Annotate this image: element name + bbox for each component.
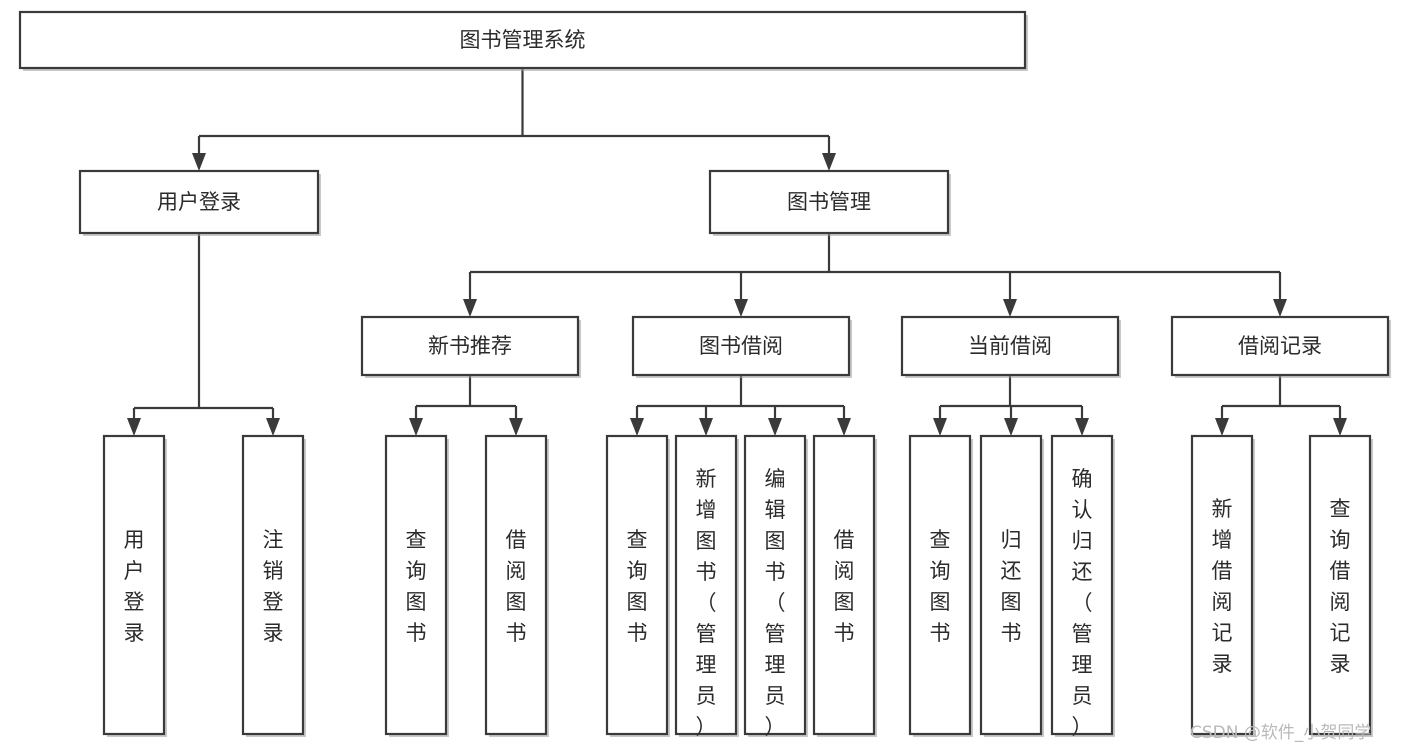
node-leaf-query-record[interactable]: 查询借阅记录	[1308, 434, 1373, 737]
node-current-borrow[interactable]: 当前借阅	[900, 315, 1121, 378]
arrow-head-icon	[127, 418, 141, 436]
connector-group-root	[192, 68, 836, 171]
arrow-head-icon	[192, 153, 206, 171]
node-label: 图书借阅	[699, 334, 783, 358]
node-border[interactable]	[631, 315, 851, 377]
node-border[interactable]	[674, 434, 738, 736]
node-border[interactable]	[743, 434, 807, 736]
node-border[interactable]	[102, 434, 166, 736]
node-border[interactable]	[18, 10, 1027, 70]
arrow-head-icon	[933, 418, 947, 436]
node-leaf-query-book-2[interactable]: 查询图书	[605, 434, 670, 737]
node-label: 借阅图书	[834, 528, 855, 645]
node-border[interactable]	[1308, 434, 1372, 736]
node-border[interactable]	[605, 434, 669, 736]
node-leaf-query-book-3[interactable]: 查询图书	[908, 434, 973, 737]
node-label: 新书推荐	[428, 334, 512, 358]
connector-group-current-borrow	[933, 375, 1089, 436]
node-leaf-edit-book[interactable]: 编辑图书（管理员）	[743, 434, 808, 739]
node-label: 借阅记录	[1238, 334, 1322, 358]
node-label: 新增图书（管理员）	[696, 467, 717, 739]
node-new-book-rec[interactable]: 新书推荐	[360, 315, 581, 378]
node-leaf-add-record[interactable]: 新增借阅记录	[1190, 434, 1255, 737]
node-book-manage[interactable]: 图书管理	[708, 169, 951, 236]
node-label: 查询图书	[406, 528, 427, 645]
arrow-head-icon	[630, 418, 644, 436]
node-border[interactable]	[484, 434, 548, 736]
arrow-head-icon	[409, 418, 423, 436]
arrow-head-icon	[463, 299, 477, 317]
node-label: 查询借阅记录	[1330, 497, 1351, 676]
arrow-head-icon	[699, 418, 713, 436]
node-label: 归还图书	[1001, 528, 1022, 645]
arrow-head-icon	[768, 418, 782, 436]
arrow-head-icon	[266, 418, 280, 436]
node-leaf-confirm-return[interactable]: 确认归还（管理员）	[1050, 434, 1115, 739]
node-border[interactable]	[1170, 315, 1390, 377]
node-label: 查询图书	[627, 528, 648, 645]
watermark-label: CSDN @软件_小贺同学	[1190, 723, 1372, 743]
node-border[interactable]	[384, 434, 448, 736]
node-book-borrow[interactable]: 图书借阅	[631, 315, 852, 378]
connector-group-user-login	[127, 233, 280, 436]
node-user-login[interactable]: 用户登录	[78, 169, 321, 236]
node-border[interactable]	[979, 434, 1043, 736]
arrow-head-icon	[837, 418, 851, 436]
node-label: 编辑图书（管理员）	[765, 467, 786, 739]
node-leaf-borrow-book-2[interactable]: 借阅图书	[812, 434, 877, 737]
node-label: 注销登录	[263, 528, 284, 645]
node-label: 用户登录	[124, 528, 145, 645]
connector-group-borrow-record	[1215, 375, 1347, 436]
nodes-layer: 图书管理系统用户登录图书管理新书推荐图书借阅当前借阅借阅记录用户登录注销登录查询…	[18, 10, 1391, 739]
arrow-head-icon	[1273, 299, 1287, 317]
node-border[interactable]	[908, 434, 972, 736]
arrow-head-icon	[509, 418, 523, 436]
node-label: 新增借阅记录	[1212, 497, 1233, 676]
node-leaf-user-login[interactable]: 用户登录	[102, 434, 167, 737]
node-label: 图书管理系统	[460, 28, 586, 52]
node-label: 图书管理	[787, 190, 871, 214]
node-border[interactable]	[1050, 434, 1114, 736]
arrow-head-icon	[1003, 299, 1017, 317]
node-border[interactable]	[900, 315, 1120, 377]
connectors-layer	[127, 68, 1347, 436]
node-label: 确认归还（管理员）	[1072, 467, 1093, 739]
node-border[interactable]	[78, 169, 320, 235]
node-label: 借阅图书	[506, 528, 527, 645]
arrow-head-icon	[1215, 418, 1229, 436]
connector-group-book-borrow	[630, 375, 851, 436]
node-borrow-record[interactable]: 借阅记录	[1170, 315, 1391, 378]
connector-group-book-manage	[463, 233, 1287, 317]
node-border[interactable]	[360, 315, 580, 377]
arrow-head-icon	[822, 153, 836, 171]
arrow-head-icon	[734, 299, 748, 317]
node-label: 查询图书	[930, 528, 951, 645]
node-leaf-add-book[interactable]: 新增图书（管理员）	[674, 434, 739, 739]
connector-group-new-book-rec	[409, 375, 523, 436]
arrow-head-icon	[1004, 418, 1018, 436]
node-label: 用户登录	[157, 190, 241, 214]
node-leaf-return-book[interactable]: 归还图书	[979, 434, 1044, 737]
node-label: 当前借阅	[968, 334, 1052, 358]
node-border[interactable]	[241, 434, 305, 736]
arrow-head-icon	[1333, 418, 1347, 436]
node-leaf-query-book-1[interactable]: 查询图书	[384, 434, 449, 737]
arrow-head-icon	[1075, 418, 1089, 436]
node-border[interactable]	[708, 169, 950, 235]
node-leaf-borrow-book-1[interactable]: 借阅图书	[484, 434, 549, 737]
node-root[interactable]: 图书管理系统	[18, 10, 1028, 71]
node-leaf-logout[interactable]: 注销登录	[241, 434, 306, 737]
node-border[interactable]	[1190, 434, 1254, 736]
node-border[interactable]	[812, 434, 876, 736]
